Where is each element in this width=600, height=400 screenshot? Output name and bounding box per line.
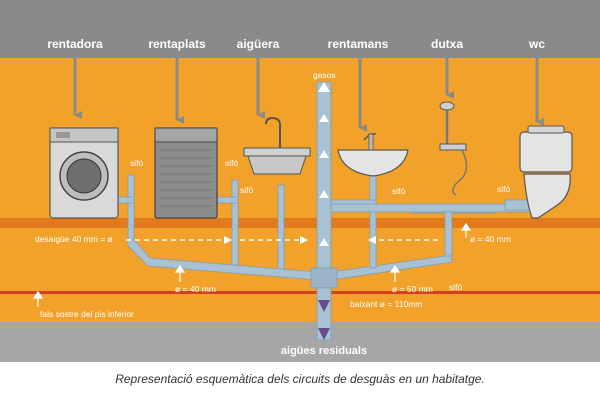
- washbasin-illustration: [337, 133, 409, 177]
- figure-caption: Representació esquemàtica dels circuits …: [115, 372, 485, 386]
- flow-arrowhead-middle: [300, 236, 308, 244]
- pipe-sink-vertical: [277, 184, 285, 276]
- gas-arrow-top: [318, 82, 330, 92]
- label-trap-floor: sifó: [449, 282, 463, 292]
- pipe-dishwasher-vertical: [231, 179, 239, 271]
- label-diam-50: ø = 50 mm: [392, 284, 433, 294]
- label-diam-40-bottom: ø = 40 mm: [175, 284, 216, 294]
- gas-arrow-mid2: [319, 150, 329, 158]
- waste-arrow-2: [318, 328, 330, 340]
- ceiling-void: [0, 294, 600, 322]
- wc-illustration: [519, 125, 573, 219]
- label-trap-washbasin: sifó: [392, 186, 406, 196]
- label-gases: gasos: [313, 70, 336, 80]
- label-trap-washer: sifó: [130, 158, 144, 168]
- pipe-washer-vertical: [127, 174, 135, 246]
- dishwasher-illustration: [154, 127, 218, 219]
- label-dishwasher: rentaplats: [148, 37, 206, 51]
- label-sink: aigüera: [236, 37, 280, 51]
- flow-arrowhead-left: [224, 236, 232, 244]
- gas-arrow-low: [319, 238, 329, 246]
- label-shower: dutxa: [430, 37, 464, 51]
- top-band: [0, 0, 600, 58]
- label-waste-water: aigües residuals: [280, 345, 368, 357]
- red-line: [0, 291, 600, 294]
- label-false-ceiling: fals sostre del pis inferior: [40, 309, 135, 319]
- label-washbasin: rentamans: [327, 37, 389, 51]
- gas-arrow-mid1: [319, 114, 329, 122]
- label-drain-40: desaigüe 40 mm = ø: [35, 234, 113, 244]
- gas-arrow-mid3: [319, 190, 329, 198]
- label-trap-wc: sifó: [497, 184, 511, 194]
- washing-machine-illustration: [49, 127, 119, 219]
- waste-arrow-1: [318, 300, 330, 312]
- floor-slab: [0, 218, 600, 228]
- stack-junction: [310, 267, 338, 289]
- label-washing-machine: rentadora: [47, 37, 103, 51]
- label-trap-sink: sifó: [240, 185, 254, 195]
- label-diam-40-right: ø = 40 mm: [470, 234, 511, 244]
- pipe-dishwasher-trap: [217, 196, 239, 204]
- label-trap-dishwasher: sifó: [225, 158, 239, 168]
- pointer-diam-40-right-head: [460, 222, 472, 231]
- label-stack-110: baixant ø = 110mm: [350, 299, 423, 309]
- pointer-false-ceiling-head: [32, 290, 44, 299]
- pointer-diam-50-head: [389, 264, 401, 273]
- bottom-band: [0, 322, 600, 362]
- label-wc: wc: [528, 37, 546, 51]
- pipe-right-vertical: [444, 211, 453, 263]
- sink-illustration: [243, 116, 311, 175]
- flow-arrowhead-right: [368, 236, 376, 244]
- shower-illustration: [439, 101, 468, 196]
- caption-area: [0, 362, 600, 400]
- pipe-upper-horizontal: [330, 203, 532, 213]
- pointer-diam-40-bottom-head: [174, 264, 186, 273]
